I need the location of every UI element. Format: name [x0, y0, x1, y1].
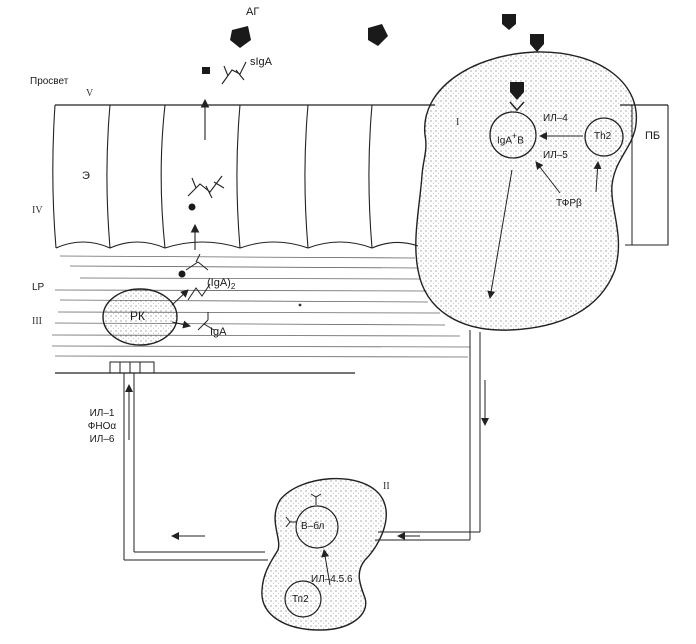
- label-antigen: АГ: [246, 6, 260, 18]
- th2-cell-node: [284, 580, 322, 618]
- iga-monomer: [197, 312, 215, 331]
- plasma-cell: [102, 288, 178, 346]
- antigen-shape-1: [230, 26, 251, 48]
- iga-b-cell-b: B: [517, 135, 524, 147]
- roman-ii: II: [383, 481, 390, 492]
- roman-iv: IV: [32, 205, 43, 216]
- speck: [298, 303, 302, 307]
- label-il5: ИЛ–5: [543, 150, 568, 161]
- iga-b-cell: [489, 111, 537, 159]
- label-dimeric-iga: (IgA)2: [207, 277, 235, 293]
- label-b-blast: В–бл: [301, 521, 325, 532]
- exit-arrow: [487, 169, 513, 299]
- antigen-shape-6: [202, 67, 210, 74]
- vessel-entry: [109, 361, 155, 374]
- label-sIgA: sIgA: [250, 56, 273, 68]
- roman-v: V: [86, 88, 94, 99]
- b-blast-cell: [295, 505, 339, 549]
- dimeric-iga-complex: [187, 175, 225, 199]
- iga-b-cell-plus: +: [512, 131, 518, 141]
- label-il6: ИЛ–6: [89, 434, 115, 445]
- il456-arrow: [321, 549, 331, 586]
- peyer-patch-follicle: [415, 51, 638, 331]
- label-tnf: ФНОα: [87, 421, 117, 432]
- antigen-receptor: [509, 101, 525, 112]
- antigen-shape-2: [368, 24, 388, 46]
- label-lamina-propria: LP: [32, 282, 45, 293]
- circulation-pathway: [123, 330, 481, 561]
- label-th2-top: Th2: [594, 131, 612, 142]
- tgf-arrow-right: [593, 161, 602, 193]
- receptor-lp: [185, 253, 209, 271]
- label-lumen: Просвет: [30, 76, 69, 87]
- label-epithelium: Э: [82, 170, 90, 182]
- label-peyer-patch: ПБ: [645, 130, 661, 142]
- label-il1: ИЛ–1: [89, 408, 115, 419]
- lymph-node: [261, 477, 387, 631]
- roman-iii: III: [32, 316, 42, 327]
- label-iga-b-cell: IgA+B: [497, 130, 524, 147]
- label-plasma-cell: РК: [130, 309, 145, 323]
- th2-cell-top: [584, 117, 624, 157]
- label-tgf: ТФРβ: [556, 198, 582, 209]
- label-il456: ИЛ–4.5.6: [311, 574, 353, 585]
- antigen-shape-4: [530, 34, 544, 52]
- roman-i: I: [456, 117, 460, 128]
- antigen-dot-lp: [178, 270, 186, 278]
- label-iga: IgA: [210, 326, 227, 338]
- sIgA-molecule: [221, 61, 247, 85]
- b-blast-receptors: [285, 493, 322, 528]
- tgf-arrow-left: [535, 161, 561, 194]
- antigen-dot-epithelium: [188, 203, 196, 211]
- dimeric-iga-subscript: 2: [230, 282, 236, 292]
- plasma-cell-arrow-1: [171, 289, 189, 306]
- dimeric-iga-text: (IgA): [207, 277, 231, 289]
- plasma-cell-arrow-2: [171, 320, 191, 329]
- antigen-shape-3: [502, 14, 516, 30]
- label-th2-bottom: Тп2: [292, 594, 309, 605]
- iga-b-cell-iga: IgA: [497, 135, 513, 147]
- antigen-shape-5: [510, 82, 524, 100]
- dimeric-iga-release: [187, 283, 211, 301]
- label-il4: ИЛ–4: [543, 113, 568, 124]
